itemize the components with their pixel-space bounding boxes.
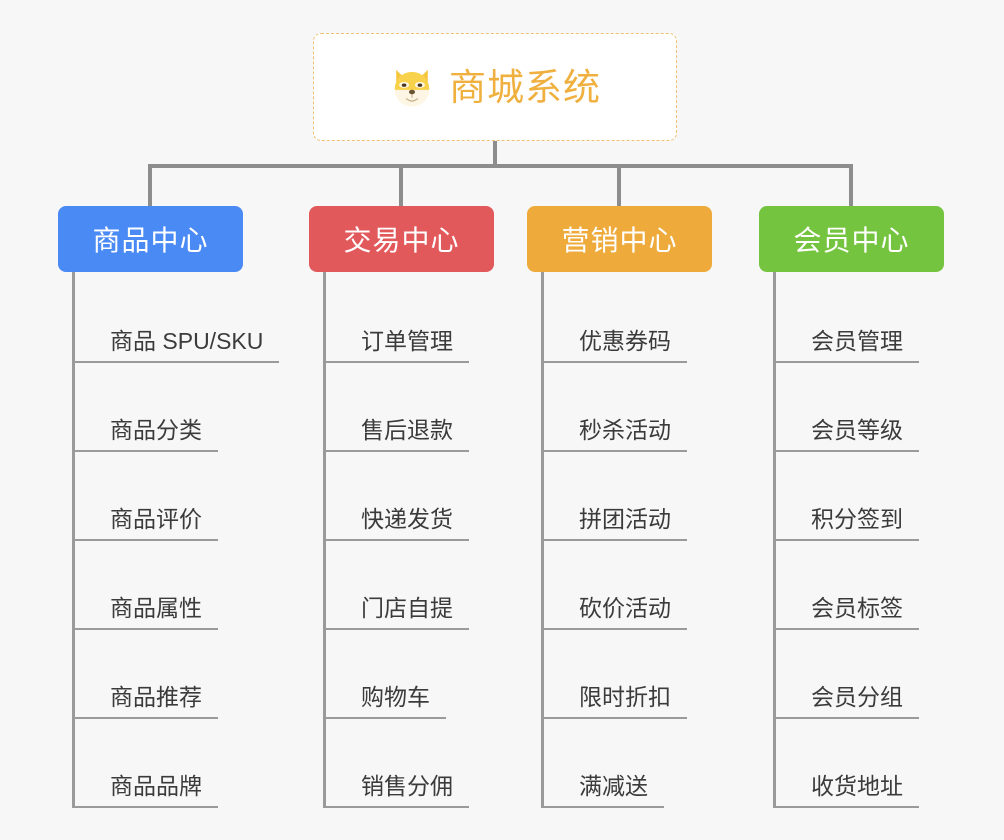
list-item[interactable]: 商品属性 bbox=[75, 541, 288, 630]
list-item[interactable]: 会员分组 bbox=[776, 630, 973, 719]
list-item[interactable]: 商品评价 bbox=[75, 452, 288, 541]
branch-trade-center: 交易中心 订单管理 售后退款 快递发货 门店自提 购物车 销售分佣 bbox=[309, 206, 523, 808]
list-item[interactable]: 售后退款 bbox=[326, 363, 523, 452]
branch-header-marketing-center[interactable]: 营销中心 bbox=[527, 206, 712, 272]
branch-body-marketing-center: 优惠券码 秒杀活动 拼团活动 砍价活动 限时折扣 满减送 bbox=[541, 272, 741, 808]
leaf-label: 会员分组 bbox=[776, 684, 919, 719]
branch-header-label: 会员中心 bbox=[793, 225, 910, 256]
list-item[interactable]: 会员等级 bbox=[776, 363, 973, 452]
leaf-label: 商品分类 bbox=[75, 417, 218, 452]
leaf-label: 拼团活动 bbox=[544, 506, 687, 541]
branch-header-product-center[interactable]: 商品中心 bbox=[58, 206, 243, 272]
leaf-label: 快递发货 bbox=[326, 506, 469, 541]
leaf-label: 商品属性 bbox=[75, 595, 218, 630]
list-item[interactable]: 快递发货 bbox=[326, 452, 523, 541]
leaf-label: 优惠券码 bbox=[544, 328, 687, 363]
root-node-card[interactable]: 商城系统 bbox=[313, 33, 677, 141]
leaf-label: 商品品牌 bbox=[75, 773, 218, 808]
leaf-label: 会员管理 bbox=[776, 328, 919, 363]
branch-body-product-center: 商品 SPU/SKU 商品分类 商品评价 商品属性 商品推荐 商品品牌 bbox=[72, 272, 288, 808]
list-item[interactable]: 积分签到 bbox=[776, 452, 973, 541]
leaf-label: 会员标签 bbox=[776, 595, 919, 630]
connector-horizontal-bar bbox=[148, 164, 853, 168]
leaf-label: 满减送 bbox=[544, 773, 664, 808]
branch-header-member-center[interactable]: 会员中心 bbox=[759, 206, 944, 272]
leaf-label: 商品 SPU/SKU bbox=[75, 328, 280, 363]
branch-body-member-center: 会员管理 会员等级 积分签到 会员标签 会员分组 收货地址 bbox=[773, 272, 973, 808]
leaf-label: 限时折扣 bbox=[544, 684, 687, 719]
branch-product-center: 商品中心 商品 SPU/SKU 商品分类 商品评价 商品属性 商品推荐 商品品牌 bbox=[58, 206, 288, 808]
leaf-label: 商品推荐 bbox=[75, 684, 218, 719]
leaf-label: 秒杀活动 bbox=[544, 417, 687, 452]
dog-face-icon bbox=[389, 64, 435, 110]
list-item[interactable]: 秒杀活动 bbox=[544, 363, 741, 452]
list-item[interactable]: 收货地址 bbox=[776, 719, 973, 808]
list-item[interactable]: 商品品牌 bbox=[75, 719, 288, 808]
connector-drop-2 bbox=[399, 164, 403, 206]
branch-header-trade-center[interactable]: 交易中心 bbox=[309, 206, 494, 272]
list-item[interactable]: 销售分佣 bbox=[326, 719, 523, 808]
list-item[interactable]: 优惠券码 bbox=[544, 274, 741, 363]
connector-drop-4 bbox=[849, 164, 853, 206]
branch-marketing-center: 营销中心 优惠券码 秒杀活动 拼团活动 砍价活动 限时折扣 满减送 bbox=[527, 206, 741, 808]
list-item[interactable]: 砍价活动 bbox=[544, 541, 741, 630]
list-item[interactable]: 会员管理 bbox=[776, 274, 973, 363]
leaf-label: 商品评价 bbox=[75, 506, 218, 541]
list-item[interactable]: 购物车 bbox=[326, 630, 523, 719]
branch-header-label: 交易中心 bbox=[343, 225, 460, 256]
leaf-label: 砍价活动 bbox=[544, 595, 687, 630]
connector-stem bbox=[493, 141, 497, 168]
leaf-label: 积分签到 bbox=[776, 506, 919, 541]
list-item[interactable]: 拼团活动 bbox=[544, 452, 741, 541]
list-item[interactable]: 订单管理 bbox=[326, 274, 523, 363]
list-item[interactable]: 门店自提 bbox=[326, 541, 523, 630]
leaf-label: 会员等级 bbox=[776, 417, 919, 452]
leaf-label: 收货地址 bbox=[776, 773, 919, 808]
list-item[interactable]: 商品分类 bbox=[75, 363, 288, 452]
list-item[interactable]: 限时折扣 bbox=[544, 630, 741, 719]
list-item[interactable]: 满减送 bbox=[544, 719, 741, 808]
branch-header-label: 营销中心 bbox=[561, 225, 678, 256]
connector-drop-1 bbox=[148, 164, 152, 206]
connector-drop-3 bbox=[617, 164, 621, 206]
list-item[interactable]: 商品推荐 bbox=[75, 630, 288, 719]
leaf-label: 门店自提 bbox=[326, 595, 469, 630]
leaf-label: 销售分佣 bbox=[326, 773, 469, 808]
root-title: 商城系统 bbox=[449, 66, 601, 108]
branch-header-label: 商品中心 bbox=[92, 225, 209, 256]
branch-member-center: 会员中心 会员管理 会员等级 积分签到 会员标签 会员分组 收货地址 bbox=[759, 206, 973, 808]
branch-body-trade-center: 订单管理 售后退款 快递发货 门店自提 购物车 销售分佣 bbox=[323, 272, 523, 808]
list-item[interactable]: 商品 SPU/SKU bbox=[75, 274, 288, 363]
leaf-label: 订单管理 bbox=[326, 328, 469, 363]
leaf-label: 售后退款 bbox=[326, 417, 469, 452]
leaf-label: 购物车 bbox=[326, 684, 446, 719]
list-item[interactable]: 会员标签 bbox=[776, 541, 973, 630]
